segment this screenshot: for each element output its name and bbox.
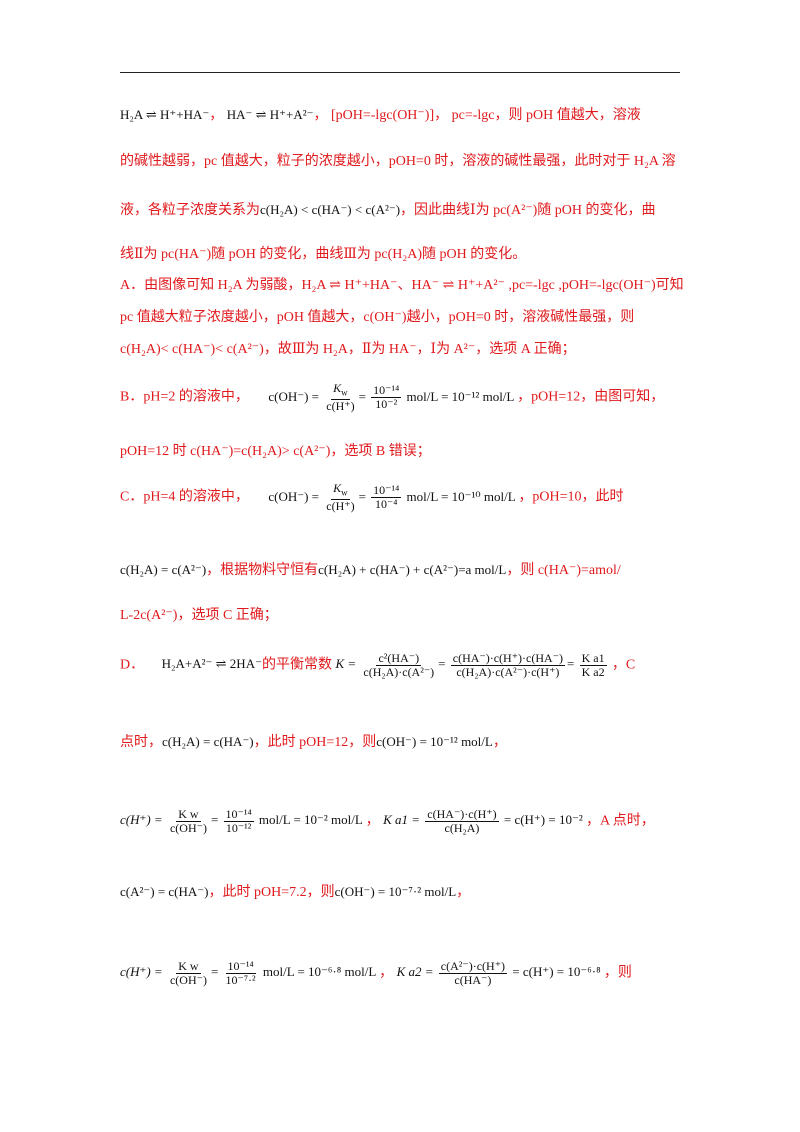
equation-mass-balance: c(H₂A) + c(HA⁻) + c(A²⁻)=a mol/L [318,562,507,577]
option-a-line-2: pc 值越大粒子浓度越小，pOH 值越大，c(OH⁻)越小，pOH=0 时，溶液… [120,310,635,325]
option-c-line-3: L-2c(A²⁻)，选项 C 正确； [120,608,278,623]
text-line-2: 的碱性越弱，pc 值越大，粒子的浓度越小，pOH=0 时，溶液的碱性最强，此时对… [120,154,676,169]
option-b-line-2: pOH=12 时 c(HA⁻)=c(H₂A)> c(A²⁻)，选项 B 错误； [120,444,431,459]
text-line-3: 液，各粒子浓度关系为c(H₂A) < c(HA⁻) < c(A²⁻)，因此曲线Ⅰ… [120,202,656,218]
header-rule [120,72,680,73]
equation-h2a-dissociation: H₂A ⇌ H⁺+HA⁻ [120,107,210,122]
text-line-1: H₂A ⇌ H⁺+HA⁻， HA⁻ ⇌ H⁺+A²⁻， [pOH=-lgc(OH… [120,107,641,123]
equation-d-k: K = c²(HA⁻)c(H₂A)·c(A²⁻)= c(HA⁻)·c(H⁺)·c… [335,651,607,679]
option-a-line-1: A．由图像可知 H₂A 为弱酸，H₂A ⇌ H⁺+HA⁻、HA⁻ ⇌ H⁺+A²… [120,278,684,293]
equation-c-equal: c(H₂A) = c(A²⁻) [120,562,207,577]
equation-concentration-order: c(H₂A) < c(HA⁻) < c(A²⁻) [260,202,401,217]
option-a-line-3: c(H₂A)< c(HA⁻)< c(A²⁻)，故Ⅲ为 H₂A，Ⅱ为 HA⁻，Ⅰ为… [120,342,576,357]
option-d-line-4: c(A²⁻) = c(HA⁻)，此时 pOH=7.2，则c(OH⁻) = 10⁻… [120,884,471,900]
equation-d-ka2: K a2 = c(A²⁻)·c(H⁺)c(HA⁻) = c(H⁺) = 10⁻⁶… [396,959,601,987]
equation-d-reaction: H₂A+A²⁻ ⇌ 2HA⁻ [161,656,262,672]
option-d-line-1: D． H₂A+A²⁻ ⇌ 2HA⁻的平衡常数 K = c²(HA⁻)c(H₂A)… [120,651,636,679]
text-line-4: 线Ⅱ为 pc(HA⁻)随 pOH 的变化，曲线Ⅲ为 pc(H₂A)随 pOH 的… [120,247,527,262]
option-c-line-2: c(H₂A) = c(A²⁻)，根据物料守恒有c(H₂A) + c(HA⁻) +… [120,562,621,578]
equation-d-ka1: K a1 = c(HA⁻)·c(H⁺)c(H₂A) = c(H⁺) = 10⁻² [383,807,583,835]
equation-ha-dissociation: HA⁻ ⇌ H⁺+A²⁻ [226,107,314,122]
option-d-line-2: 点时，c(H₂A) = c(HA⁻)，此时 pOH=12，则c(OH⁻) = 1… [120,734,507,750]
line-text: [pOH=-lgc(OH⁻)]， pc=-lgc，则 pOH 值越大，溶液 [330,108,641,123]
